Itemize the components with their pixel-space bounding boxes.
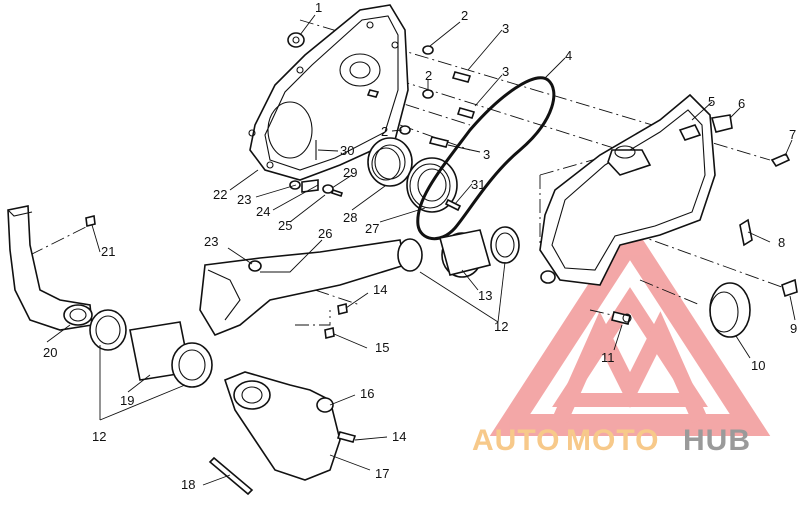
- label-7: 7: [789, 127, 796, 142]
- label-21: 21: [101, 244, 115, 259]
- label-25: 25: [278, 218, 292, 233]
- drive-belt: [416, 76, 556, 240]
- label-2c: 2: [381, 124, 388, 139]
- label-6: 6: [738, 96, 745, 111]
- label-29: 29: [343, 165, 357, 180]
- sleeve-19: [89, 309, 213, 388]
- watermark-moto: MOTO: [566, 424, 659, 457]
- label-11: 11: [601, 350, 615, 365]
- small-hardware: [289, 140, 344, 198]
- label-28: 28: [343, 210, 357, 225]
- label-2b: 2: [425, 68, 432, 83]
- part-labels: 1 2 2 2 3 3 3 4 5 6 7 8 9 10 11 12 12 13…: [43, 0, 797, 492]
- label-3c: 3: [483, 147, 490, 162]
- label-5: 5: [708, 94, 715, 109]
- cover-clips: [710, 114, 798, 298]
- label-9: 9: [790, 321, 797, 336]
- label-17: 17: [375, 466, 389, 481]
- label-3b: 3: [502, 64, 509, 79]
- rod-18: [208, 456, 254, 496]
- watermark-text: AUTO MOTO HUB: [472, 424, 751, 457]
- label-23a: 23: [204, 234, 218, 249]
- bolt-11: [611, 311, 632, 325]
- label-4: 4: [565, 48, 572, 63]
- label-31: 31: [471, 177, 485, 192]
- label-12b: 12: [92, 429, 106, 444]
- leader-lines: [46, 14, 796, 486]
- label-14b: 14: [392, 429, 406, 444]
- seal-28: [367, 137, 413, 187]
- label-20: 20: [43, 345, 57, 360]
- label-15: 15: [375, 340, 389, 355]
- outer-cover: [539, 93, 716, 286]
- bearing-27: [406, 157, 462, 213]
- label-12a: 12: [494, 319, 508, 334]
- inner-cover: [248, 4, 409, 181]
- duct-20: [7, 205, 93, 331]
- filter-disc-10: [709, 282, 751, 338]
- label-24: 24: [256, 204, 270, 219]
- label-16: 16: [360, 386, 374, 401]
- washers-and-bolts: [366, 45, 476, 148]
- label-8: 8: [778, 235, 785, 250]
- label-19: 19: [120, 393, 134, 408]
- watermark-hub: HUB: [683, 424, 751, 457]
- duct-17: [224, 371, 357, 481]
- label-2a: 2: [461, 8, 468, 23]
- label-14a: 14: [373, 282, 387, 297]
- label-3a: 3: [502, 21, 509, 36]
- watermark-auto: AUTO: [472, 424, 560, 457]
- label-27: 27: [365, 221, 379, 236]
- watermark-logo: [489, 219, 771, 436]
- label-22: 22: [213, 187, 227, 202]
- label-13: 13: [478, 288, 492, 303]
- label-1: 1: [315, 0, 322, 15]
- washer-1: [287, 32, 305, 48]
- label-10: 10: [751, 358, 765, 373]
- label-26: 26: [318, 226, 332, 241]
- label-23b: 23: [237, 192, 251, 207]
- label-18: 18: [181, 477, 195, 492]
- label-30: 30: [340, 143, 354, 158]
